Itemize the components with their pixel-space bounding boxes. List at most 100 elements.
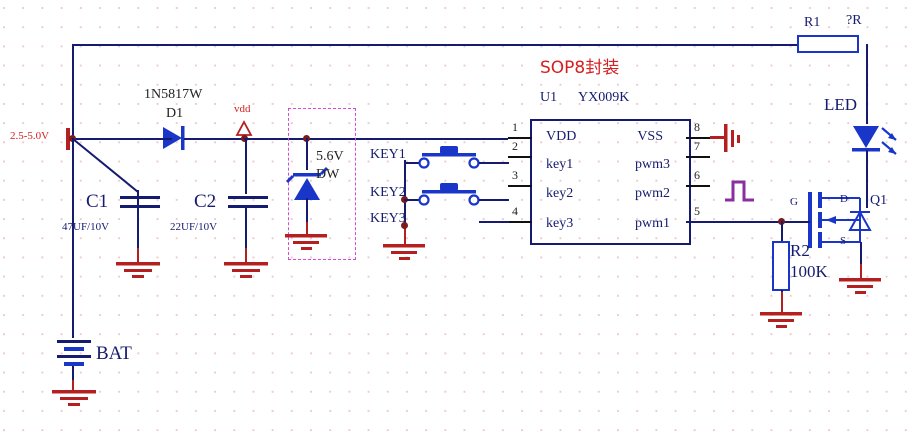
pin-number-4: 4 — [512, 204, 518, 218]
wire-left-vertical-lower — [72, 138, 74, 338]
pin-number-6: 6 — [694, 168, 700, 182]
pin-number-8: 8 — [694, 120, 700, 134]
ground-symbol-vss-icon — [724, 124, 740, 152]
wire-led-to-q1-drain — [866, 150, 868, 208]
key1-label: KEY1 — [370, 147, 406, 162]
r1-ref-label: R1 — [804, 15, 821, 30]
wire-bat-bottom-lead — [72, 366, 74, 388]
pin-name-vss: VSS — [637, 129, 663, 144]
ground-symbol-c2-icon — [224, 262, 268, 278]
pin2-line — [508, 156, 532, 158]
d1-value-label: 1N5817W — [144, 87, 203, 102]
junction-key3 — [401, 222, 408, 229]
wire-c2-top-lead — [245, 138, 247, 194]
input-terminal-bar — [66, 128, 70, 150]
capacitor-c2-symbol — [228, 196, 268, 208]
ground-symbol-r2-icon — [760, 312, 802, 328]
mosfet-source-label: S — [840, 235, 847, 247]
pin7-line — [686, 156, 710, 158]
pin4-stub — [479, 221, 509, 223]
battery-symbol-icon — [57, 340, 91, 366]
pushbutton-key2-symbol[interactable] — [416, 181, 482, 211]
wire-d1-anode — [160, 138, 172, 140]
pin6-line — [686, 185, 710, 187]
pulse-waveform-icon — [725, 180, 754, 202]
capacitor-c1-symbol — [120, 196, 160, 208]
wire-r1-to-led — [866, 44, 868, 124]
pin-name-vdd: VDD — [546, 129, 577, 144]
q1-ref-label: Q1 — [870, 193, 888, 208]
wire-key1-left — [404, 162, 420, 164]
ground-symbol-bat-icon — [52, 390, 96, 406]
wire-r2-gnd-lead — [781, 292, 783, 314]
c1-ref-label: C1 — [86, 191, 109, 212]
pin-name-pwm2: pwm2 — [635, 186, 670, 201]
resistor-r1-symbol — [797, 35, 859, 53]
pin-name-key1: key1 — [546, 157, 574, 172]
input-voltage-label: 2.5-5.0V — [10, 130, 50, 142]
ground-symbol-c1-icon — [116, 262, 160, 278]
pin-name-pwm1: pwm1 — [635, 216, 670, 231]
key2-label: KEY2 — [370, 185, 406, 200]
wire-c1-bottom-lead — [137, 206, 139, 262]
wire-d1-cathode — [184, 138, 246, 140]
pin3-line — [508, 185, 532, 187]
r2-ref-label: R2 — [790, 241, 810, 260]
ic-part-label: YX009K — [578, 90, 630, 105]
wire-zener-top-lead — [306, 138, 308, 170]
wire-pwm1-to-gate — [780, 221, 810, 223]
pin1-line — [508, 137, 532, 139]
zener-diode-symbol — [285, 166, 329, 200]
wire-vdd-to-ic — [244, 138, 508, 140]
battery-label: BAT — [96, 343, 132, 364]
wire-c1-gnd-lead — [137, 248, 139, 264]
mosfet-q1-symbol — [808, 192, 872, 248]
led-symbol — [852, 126, 897, 155]
pin4-line — [508, 221, 532, 223]
diode-d1-symbol — [163, 126, 185, 150]
zener-value-label: 5.6V — [316, 149, 344, 164]
wire-key1-right — [479, 162, 509, 164]
pin5-line — [686, 221, 780, 223]
mosfet-gate-label: G — [790, 196, 798, 208]
pin-number-7: 7 — [694, 139, 700, 153]
wire-q1-source-lead — [860, 242, 862, 278]
ground-symbol-zener-icon — [285, 234, 327, 250]
c2-ref-label: C2 — [194, 191, 217, 212]
key3-label: KEY3 — [370, 211, 406, 226]
ic-ref-label: U1 — [540, 90, 558, 105]
wire-c2-gnd-lead — [245, 248, 247, 264]
r1-value-label: ?R — [846, 13, 862, 28]
vdd-net-label: vdd — [234, 103, 251, 115]
r2-value-label: 100K — [790, 262, 828, 281]
wire-r2-top-lead — [781, 221, 783, 243]
mosfet-drain-label: D — [840, 193, 848, 205]
pin-number-5: 5 — [694, 204, 700, 218]
wire-zener-gnd-lead — [306, 222, 308, 236]
pushbutton-key1-symbol[interactable] — [416, 144, 482, 174]
wire-vss-gnd-lead — [710, 136, 726, 139]
pin-number-2: 2 — [512, 139, 518, 153]
led-label: LED — [824, 95, 858, 114]
wire-bat-gnd-lead — [72, 380, 74, 392]
c1-value-label: 47UF/10V — [62, 221, 110, 233]
pin-name-key3: key3 — [546, 216, 574, 231]
wire-vin-to-d1 — [72, 138, 160, 140]
ic-body-u1[interactable] — [530, 119, 691, 245]
pin8-line — [686, 137, 710, 139]
zener-group-box — [288, 108, 356, 260]
wire-key2-left — [404, 199, 420, 201]
ic-package-note: SOP8封装 — [540, 58, 620, 78]
pin-name-pwm3: pwm3 — [635, 157, 670, 172]
zener-ref-label: DW — [316, 167, 340, 182]
wire-zener-bottom-lead — [306, 198, 308, 236]
wire-q1-gnd-lead — [860, 264, 862, 280]
wire-top-rail — [72, 44, 802, 46]
ground-symbol-q1-icon — [839, 278, 881, 294]
c2-value-label: 22UF/10V — [170, 221, 218, 233]
pin-number-1: 1 — [512, 120, 518, 134]
pin-number-3: 3 — [512, 168, 518, 182]
pin-name-key2: key2 — [546, 186, 574, 201]
